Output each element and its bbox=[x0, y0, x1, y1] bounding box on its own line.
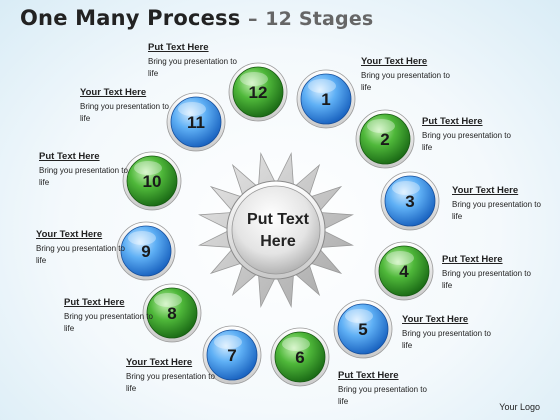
stage-body-2: Bring you presentation to life bbox=[422, 131, 511, 152]
stage-number-7: 7 bbox=[227, 346, 236, 365]
stage-body-11: Bring you presentation to life bbox=[80, 102, 169, 123]
stage-node-4[interactable]: 4 bbox=[374, 241, 434, 301]
stage-heading-9: Your Text Here bbox=[36, 229, 103, 240]
stage-number-11: 11 bbox=[187, 113, 205, 132]
stage-body-12: Bring you presentation to life bbox=[148, 57, 237, 78]
stage-node-12[interactable]: 12 bbox=[228, 62, 288, 122]
stage-body-7: Bring you presentation to life bbox=[126, 372, 215, 393]
stage-body-1: Bring you presentation to life bbox=[361, 71, 450, 92]
stage-number-9: 9 bbox=[141, 242, 150, 261]
stage-node-11[interactable]: 11 bbox=[166, 92, 226, 152]
stage-heading-8: Put Text Here bbox=[64, 297, 125, 308]
stage-node-1[interactable]: 1 bbox=[296, 69, 356, 129]
stage-heading-3: Your Text Here bbox=[452, 185, 519, 196]
stage-number-8: 8 bbox=[167, 304, 176, 323]
stage-number-1: 1 bbox=[321, 90, 330, 109]
stage-label-4: Put Text Here Bring you presentation to … bbox=[442, 254, 552, 292]
stage-heading-10: Put Text Here bbox=[39, 151, 100, 162]
stage-node-8[interactable]: 8 bbox=[142, 283, 202, 343]
stage-body-10: Bring you presentation to life bbox=[39, 166, 128, 187]
stage-number-6: 6 bbox=[295, 348, 304, 367]
stage-label-7: Your Text Here Bring you presentation to… bbox=[126, 357, 236, 395]
stage-label-3: Your Text Here Bring you presentation to… bbox=[452, 185, 560, 223]
stage-heading-12: Put Text Here bbox=[148, 42, 209, 53]
stage-node-3[interactable]: 3 bbox=[380, 171, 440, 231]
stage-label-2: Put Text Here Bring you presentation to … bbox=[422, 116, 532, 154]
stage-heading-7: Your Text Here bbox=[126, 357, 193, 368]
stage-heading-1: Your Text Here bbox=[361, 56, 428, 67]
stage-body-3: Bring you presentation to life bbox=[452, 200, 541, 221]
stage-number-3: 3 bbox=[405, 192, 414, 211]
stage-node-9[interactable]: 9 bbox=[116, 221, 176, 281]
center-text-line1: Put Text bbox=[247, 211, 310, 228]
footer-logo-text: Your Logo bbox=[499, 402, 540, 412]
stage-label-10: Put Text Here Bring you presentation to … bbox=[39, 151, 149, 189]
center-hub[interactable]: Put Text Here bbox=[226, 180, 326, 280]
stage-node-10[interactable]: 10 bbox=[122, 151, 182, 211]
stage-node-7[interactable]: 7 bbox=[202, 325, 262, 385]
stage-label-5: Your Text Here Bring you presentation to… bbox=[402, 314, 512, 352]
stage-number-5: 5 bbox=[358, 320, 367, 339]
stage-node-2[interactable]: 2 bbox=[355, 109, 415, 169]
stage-label-11: Your Text Here Bring you presentation to… bbox=[80, 87, 190, 125]
stage-label-12: Put Text Here Bring you presentation to … bbox=[148, 42, 258, 80]
stage-heading-2: Put Text Here bbox=[422, 116, 483, 127]
stage-body-6: Bring you presentation to life bbox=[338, 385, 427, 406]
stage-heading-6: Put Text Here bbox=[338, 370, 399, 381]
stage-label-6: Put Text Here Bring you presentation to … bbox=[338, 370, 448, 408]
stage-body-4: Bring you presentation to life bbox=[442, 269, 531, 290]
stage-label-9: Your Text Here Bring you presentation to… bbox=[36, 229, 146, 267]
stage-heading-4: Put Text Here bbox=[442, 254, 503, 265]
stage-heading-5: Your Text Here bbox=[402, 314, 469, 325]
title-main: One Many Process bbox=[20, 6, 241, 30]
stage-number-2: 2 bbox=[380, 130, 389, 149]
page-title: One Many Process – 12 Stages bbox=[20, 6, 373, 30]
stage-label-1: Your Text Here Bring you presentation to… bbox=[361, 56, 471, 94]
stage-number-12: 12 bbox=[249, 83, 268, 102]
stage-heading-11: Your Text Here bbox=[80, 87, 147, 98]
stage-node-6[interactable]: 6 bbox=[270, 327, 330, 387]
stage-body-5: Bring you presentation to life bbox=[402, 329, 491, 350]
stage-label-8: Put Text Here Bring you presentation to … bbox=[64, 297, 174, 335]
sun-rays bbox=[198, 152, 354, 308]
stage-body-9: Bring you presentation to life bbox=[36, 244, 125, 265]
title-sub: 12 Stages bbox=[265, 8, 374, 30]
stage-body-8: Bring you presentation to life bbox=[64, 312, 153, 333]
stage-number-4: 4 bbox=[399, 262, 409, 281]
stage-node-5[interactable]: 5 bbox=[333, 299, 393, 359]
stage-number-10: 10 bbox=[143, 172, 162, 191]
title-dash: – bbox=[247, 8, 258, 30]
center-text-line2: Here bbox=[260, 233, 296, 250]
